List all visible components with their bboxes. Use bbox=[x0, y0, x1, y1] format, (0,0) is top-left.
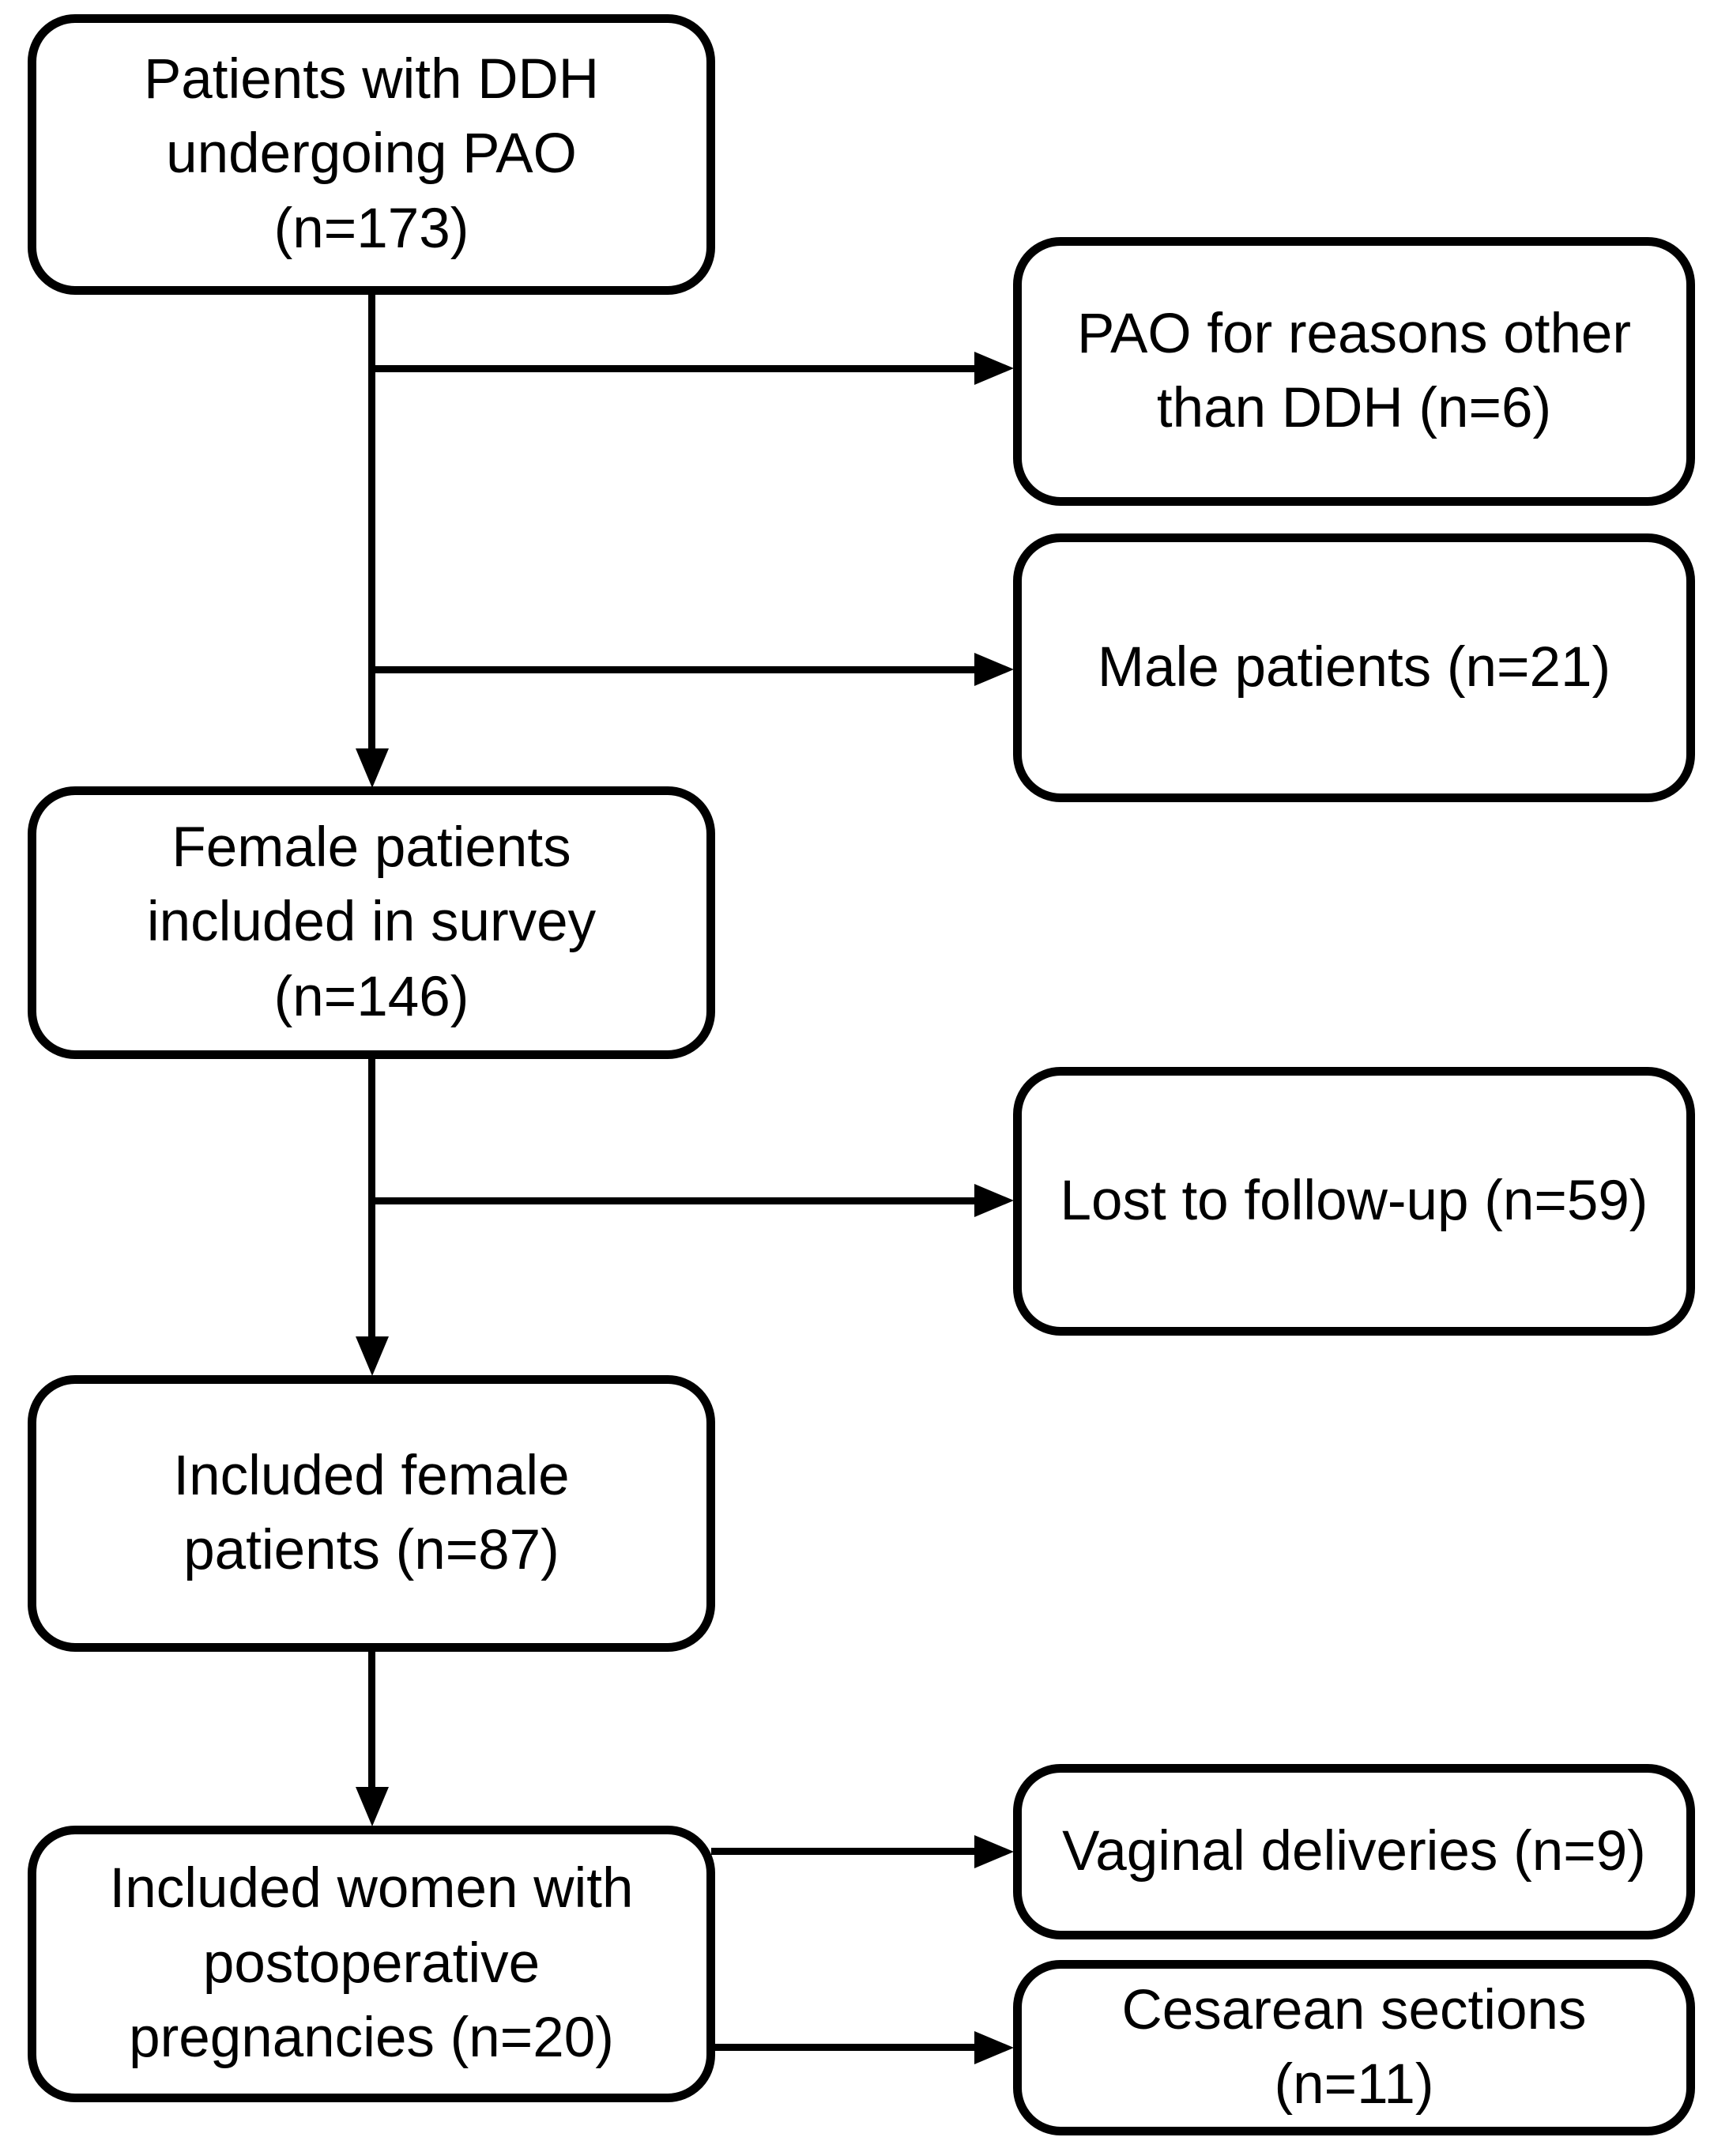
connector-b3-to-b4 bbox=[368, 1652, 375, 1788]
arrowhead-right-icon bbox=[974, 352, 1014, 385]
box-pao-other-reasons: PAO for reasons other than DDH (n=6) bbox=[1013, 237, 1695, 506]
box-text-line: pregnancies (n=20) bbox=[129, 2007, 614, 2070]
box-text-line: PAO for reasons other bbox=[1076, 302, 1632, 365]
box-text-line: postoperative bbox=[202, 1932, 541, 1995]
connector-to-lost-to-follow-up bbox=[368, 1197, 975, 1204]
arrowhead-right-icon bbox=[974, 1835, 1014, 1868]
box-text-line: included in survey bbox=[146, 891, 597, 954]
box-vaginal-deliveries: Vaginal deliveries (n=9) bbox=[1013, 1764, 1695, 1939]
box-included-female-patients: Included female patients (n=87) bbox=[28, 1375, 715, 1652]
box-text-line: (n=173) bbox=[273, 197, 469, 260]
box-text-line: Vaginal deliveries (n=9) bbox=[1062, 1819, 1646, 1883]
connector-b1-to-b2 bbox=[368, 295, 375, 748]
connector-to-cesarean-sections bbox=[711, 2044, 975, 2051]
arrowhead-down-icon bbox=[356, 748, 389, 788]
box-text-line: Included female bbox=[173, 1444, 570, 1507]
box-text-line: Male patients (n=21) bbox=[1097, 635, 1611, 699]
box-text-line: Cesarean sections bbox=[1121, 1978, 1587, 2041]
box-text-line: Patients with DDH bbox=[143, 47, 600, 111]
box-text-line: undergoing PAO bbox=[166, 122, 577, 186]
box-text-line: (n=146) bbox=[273, 965, 469, 1028]
connector-to-pao-other-reasons bbox=[368, 365, 975, 372]
box-lost-to-follow-up: Lost to follow-up (n=59) bbox=[1013, 1067, 1695, 1336]
box-text-line: patients (n=87) bbox=[183, 1519, 559, 1581]
box-text-line: than DDH (n=6) bbox=[1156, 377, 1552, 439]
connector-to-male-patients bbox=[368, 666, 975, 673]
box-cesarean-sections: Cesarean sections (n=11) bbox=[1013, 1960, 1695, 2135]
box-male-patients: Male patients (n=21) bbox=[1013, 533, 1695, 802]
arrowhead-right-icon bbox=[974, 2031, 1014, 2064]
box-patients-ddh-pao: Patients with DDH undergoing PAO (n=173) bbox=[28, 14, 715, 295]
box-text-line: Included women with bbox=[109, 1857, 634, 1920]
box-text-line: Female patients bbox=[171, 816, 571, 879]
arrowhead-right-icon bbox=[974, 653, 1014, 686]
arrowhead-down-icon bbox=[356, 1336, 389, 1376]
box-text-line: Lost to follow-up (n=59) bbox=[1060, 1169, 1648, 1232]
box-female-patients-survey: Female patients included in survey (n=14… bbox=[28, 786, 715, 1059]
connector-to-vaginal-deliveries bbox=[711, 1848, 975, 1855]
box-text-line: (n=11) bbox=[1274, 2053, 1434, 2116]
arrowhead-down-icon bbox=[356, 1787, 389, 1826]
arrowhead-right-icon bbox=[974, 1184, 1014, 1217]
box-included-women-postop: Included women with postoperative pregna… bbox=[28, 1826, 715, 2102]
